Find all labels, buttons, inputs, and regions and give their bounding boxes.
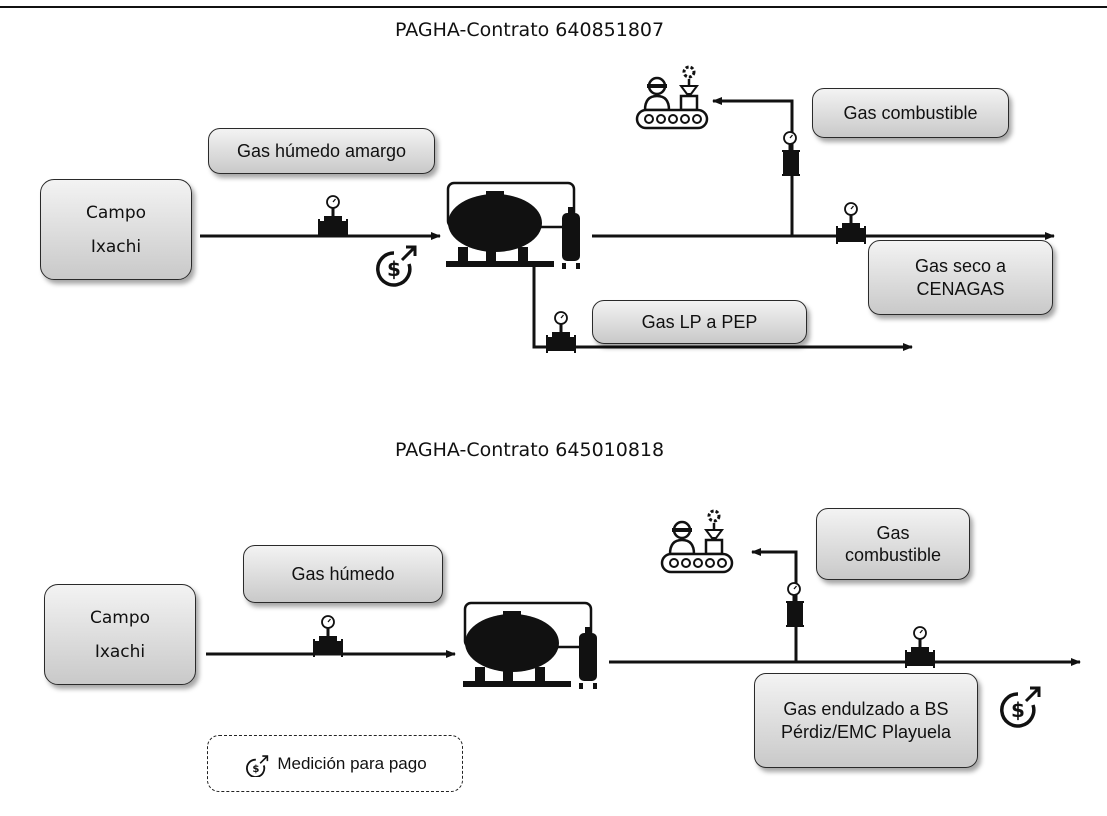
diagram1-separator-icon [444,181,582,271]
diagram2-inlet-meter-icon [312,615,344,658]
legend: $ Medición para pago [207,735,463,792]
diagram2-fuel-label: Gas combustible [816,508,970,580]
diagram2-inlet-label: Gas húmedo [243,545,443,603]
diagram1-inlet-meter-icon [317,195,349,238]
diagram1-plant-icon [635,65,709,130]
diagram2-fuel-meter-icon [785,582,805,628]
top-rule [0,6,1107,8]
diagram1-lpg-label: Gas LP a PEP [592,300,807,344]
diagram1-fuel-meter-icon [781,131,801,177]
diagram1-title: PAGHA-Contrato 640851807 [395,19,665,41]
diagram2-sweet-gas-label: Gas endulzado a BS Pérdiz/EMC Playuela [754,673,978,768]
diagram1-inlet-label: Gas húmedo amargo [208,128,435,174]
diagram1-source-box: Campo Ixachi [40,179,192,280]
diagram2-sweet-gas-meter-icon [904,626,936,669]
diagram1-fuel-label: Gas combustible [812,88,1009,138]
payment-measurement-icon: $ [246,754,269,777]
diagram1-lpg-meter-icon [545,311,577,354]
diagram2-separator-icon [461,601,599,691]
diagram1-payment-icon [376,245,417,287]
diagram1-dry-gas-label: Gas seco a CENAGAS [868,240,1053,315]
svg-text:$: $ [253,763,260,774]
diagram2-payment-icon [1000,686,1041,728]
diagram2-source-box: Campo Ixachi [44,584,196,685]
diagram2-title: PAGHA-Contrato 645010818 [395,439,665,461]
diagram2-plant-icon [660,509,734,574]
diagram1-lpg-line [532,266,913,351]
diagram1-dry-gas-meter-icon [835,202,867,245]
legend-label: Medición para pago [277,753,427,773]
diagram1-fuel-line [712,97,794,236]
